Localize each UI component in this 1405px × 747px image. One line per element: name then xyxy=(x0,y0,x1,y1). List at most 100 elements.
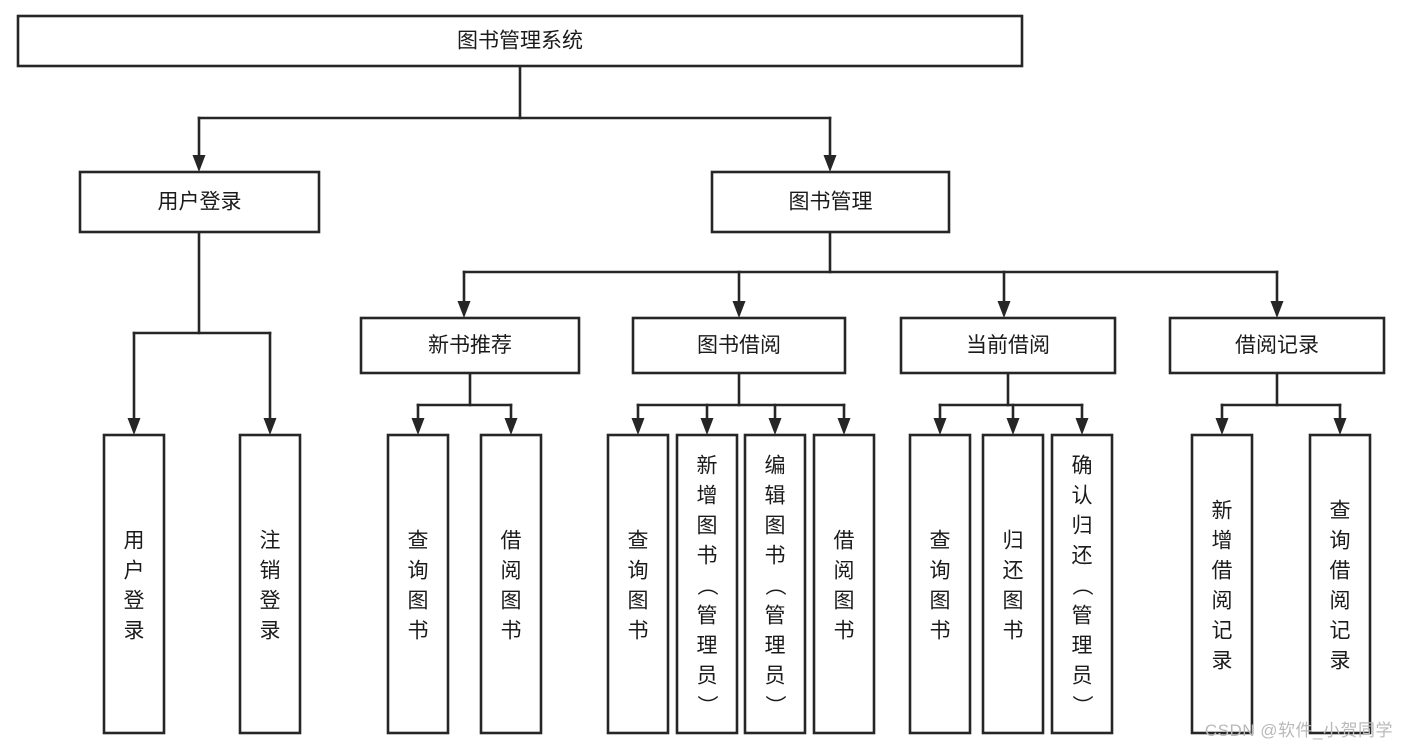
connector-user-login-to-leaf1 xyxy=(127,331,141,435)
svg-text:询: 询 xyxy=(1330,529,1351,552)
svg-text:增: 增 xyxy=(697,484,718,507)
svg-text:查: 查 xyxy=(930,529,951,552)
node-box[interactable] xyxy=(631,316,847,375)
svg-text:管: 管 xyxy=(697,604,718,627)
node-book-manage[interactable]: 图书管理 xyxy=(710,170,951,234)
connector-book-manage-to-rec xyxy=(457,270,471,318)
svg-text:书: 书 xyxy=(930,619,951,642)
connector-borrow-to-leaf3 xyxy=(768,403,782,435)
arrow-head-icon xyxy=(1075,418,1089,435)
node-box[interactable] xyxy=(812,433,876,735)
node-new-book-recommend[interactable]: 新书推荐 xyxy=(359,316,581,375)
node-box[interactable] xyxy=(981,433,1045,735)
arrow-head-icon xyxy=(504,418,518,435)
node-borrow-records[interactable]: 借阅记录 xyxy=(1168,316,1386,375)
node-box[interactable] xyxy=(675,433,739,735)
svg-text:登: 登 xyxy=(124,589,145,612)
svg-text:归: 归 xyxy=(1072,514,1093,537)
svg-text:图: 图 xyxy=(408,589,429,612)
svg-text:图: 图 xyxy=(501,589,522,612)
node-box[interactable] xyxy=(78,170,321,234)
svg-text:录: 录 xyxy=(260,619,281,642)
connector-borrow-to-leaf4 xyxy=(837,403,851,435)
node-box[interactable] xyxy=(102,433,166,735)
svg-text:员: 员 xyxy=(697,664,718,687)
svg-text:用: 用 xyxy=(124,529,145,552)
svg-text:录: 录 xyxy=(1212,649,1233,672)
node-box[interactable] xyxy=(743,433,807,735)
svg-text:登: 登 xyxy=(260,589,281,612)
svg-text:阅: 阅 xyxy=(834,559,855,582)
node-box[interactable] xyxy=(1168,316,1386,375)
arrow-head-icon xyxy=(732,301,746,318)
arrow-head-icon xyxy=(823,155,837,172)
svg-text:图: 图 xyxy=(834,589,855,612)
svg-text:借: 借 xyxy=(834,529,855,552)
svg-text:记: 记 xyxy=(1330,619,1351,642)
svg-text:书: 书 xyxy=(834,619,855,642)
node-current-borrow[interactable]: 当前借阅 xyxy=(899,316,1117,375)
node-box[interactable] xyxy=(908,433,972,735)
connector-current-to-leaf1 xyxy=(933,403,947,435)
node-book-borrow[interactable]: 图书借阅 xyxy=(631,316,847,375)
connector-records-to-leaf1 xyxy=(1215,403,1229,435)
connectors-layer xyxy=(127,64,1347,435)
node-box[interactable] xyxy=(238,433,302,735)
node-box[interactable] xyxy=(1190,433,1254,735)
svg-text:（: （ xyxy=(763,575,786,596)
node-box[interactable] xyxy=(899,316,1117,375)
arrow-head-icon xyxy=(127,418,141,435)
node-box[interactable] xyxy=(386,433,450,735)
svg-text:询: 询 xyxy=(930,559,951,582)
svg-text:记: 记 xyxy=(1212,619,1233,642)
svg-text:图: 图 xyxy=(930,589,951,612)
node-box[interactable] xyxy=(16,14,1024,68)
svg-text:询: 询 xyxy=(408,559,429,582)
node-root[interactable]: 图书管理系统 xyxy=(16,14,1024,68)
arrow-head-icon xyxy=(631,418,645,435)
connector-current-to-leaf3 xyxy=(1075,403,1089,435)
node-box[interactable] xyxy=(1050,433,1114,735)
connector-borrow-to-leaf1 xyxy=(631,403,645,435)
node-box[interactable] xyxy=(710,170,951,234)
node-box[interactable] xyxy=(359,316,581,375)
svg-text:（: （ xyxy=(1070,575,1093,596)
arrow-head-icon xyxy=(768,418,782,435)
node-box[interactable] xyxy=(606,433,670,735)
connector-book-manage-to-current xyxy=(997,270,1011,318)
svg-text:阅: 阅 xyxy=(1212,589,1233,612)
svg-text:）: ） xyxy=(763,695,786,716)
node-label: 图书借阅 xyxy=(697,334,781,357)
node-user-login[interactable]: 用户登录 xyxy=(78,170,321,234)
node-label: 图书管理系统 xyxy=(457,30,583,53)
arrow-head-icon xyxy=(192,155,206,172)
svg-text:编: 编 xyxy=(765,454,786,477)
svg-text:）: ） xyxy=(695,695,718,716)
svg-text:认: 认 xyxy=(1072,484,1093,507)
svg-text:书: 书 xyxy=(501,619,522,642)
arrow-head-icon xyxy=(1270,301,1284,318)
node-box[interactable] xyxy=(479,433,543,735)
node-box[interactable] xyxy=(1308,433,1372,735)
connector-current-to-leaf2 xyxy=(1006,403,1020,435)
leaf-leaf-user-login[interactable]: 用户登录 xyxy=(102,433,166,735)
